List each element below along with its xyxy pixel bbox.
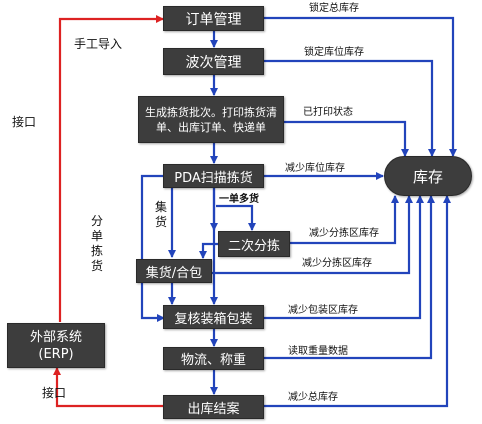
arrow-multi-to-secondary [216,204,256,231]
reduce-sort-area-label: 减少分拣区库存 [309,228,379,239]
read-weight-label: 读取重量数据 [288,346,348,357]
multi-items-label: 一单多货 [219,194,259,205]
arrow-reduce-sort-area-2 [212,195,413,275]
arrow-reduce-total [264,195,451,408]
manual-import-label: 手工导入 [74,37,123,51]
arrow-split-to-review [140,174,165,322]
order-management-box: 订单管理 [163,6,264,31]
pda-scan-pick-box: PDA扫描拣货 [163,164,264,188]
lock-location-label: 锁定库位库存 [304,47,364,58]
reduce-pack-area-label: 减少包装区库存 [288,305,358,316]
consolidate-pack-box: 集货/合包 [136,259,212,283]
logistics-weighing-box: 物流、称重 [163,347,264,370]
arrow-reduce-sort-area [290,195,399,245]
lock-total-label: 锁定总库存 [309,3,359,14]
inventory-store: 库存 [384,156,472,196]
arrow-secondary-to-consolidate [199,242,218,259]
interface-left-label: 接口 [12,115,37,129]
arrow-printed-status [264,120,409,157]
external-system-erp-box: 外部系统 (ERP) [7,323,105,368]
review-packing-box: 复核装箱包装 [163,305,264,329]
outbound-close-box: 出库结案 [163,395,264,419]
arrow-lock-location [264,59,436,157]
reduce-sort-area-label-2: 减少分拣区库存 [302,258,372,269]
arrow-lock-total [264,16,457,157]
arrow-read-weight [264,195,435,360]
generate-batch-box: 生成拣货批次。打印拣货清单、出库订单、快递单 [138,96,284,143]
reduce-location-label: 减少库位库存 [285,163,345,174]
arrow-reduce-pack-area [264,195,424,320]
arrow-erp-to-order [58,15,164,322]
collect-label: 集货 [154,200,167,229]
printed-status-label: 已打印状态 [303,107,353,118]
interface-bottom-label: 接口 [42,386,67,400]
split-pick-label: 分单拣货 [90,214,103,273]
secondary-sorting-box: 二次分拣 [218,231,290,257]
wave-management-box: 波次管理 [163,48,264,75]
reduce-total-label: 减少总库存 [288,392,338,403]
arrow-outbound-to-erp [53,367,163,408]
